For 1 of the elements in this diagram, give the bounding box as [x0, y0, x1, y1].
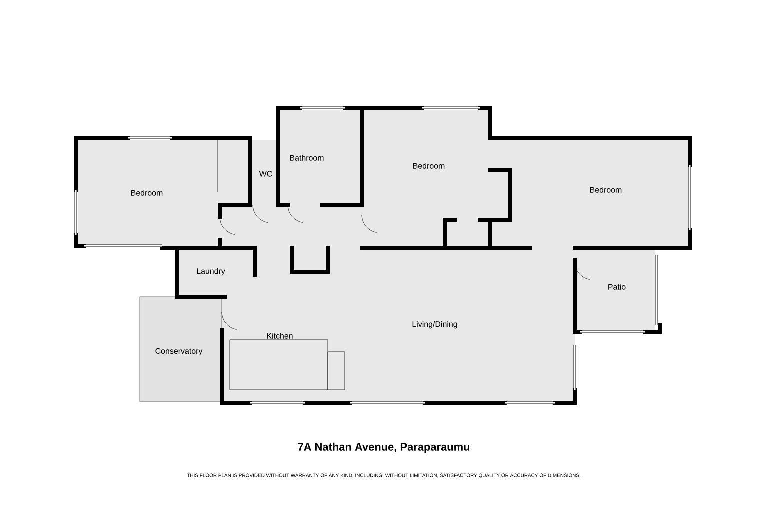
title: 7A Nathan Avenue, Paraparaumu [298, 442, 470, 454]
